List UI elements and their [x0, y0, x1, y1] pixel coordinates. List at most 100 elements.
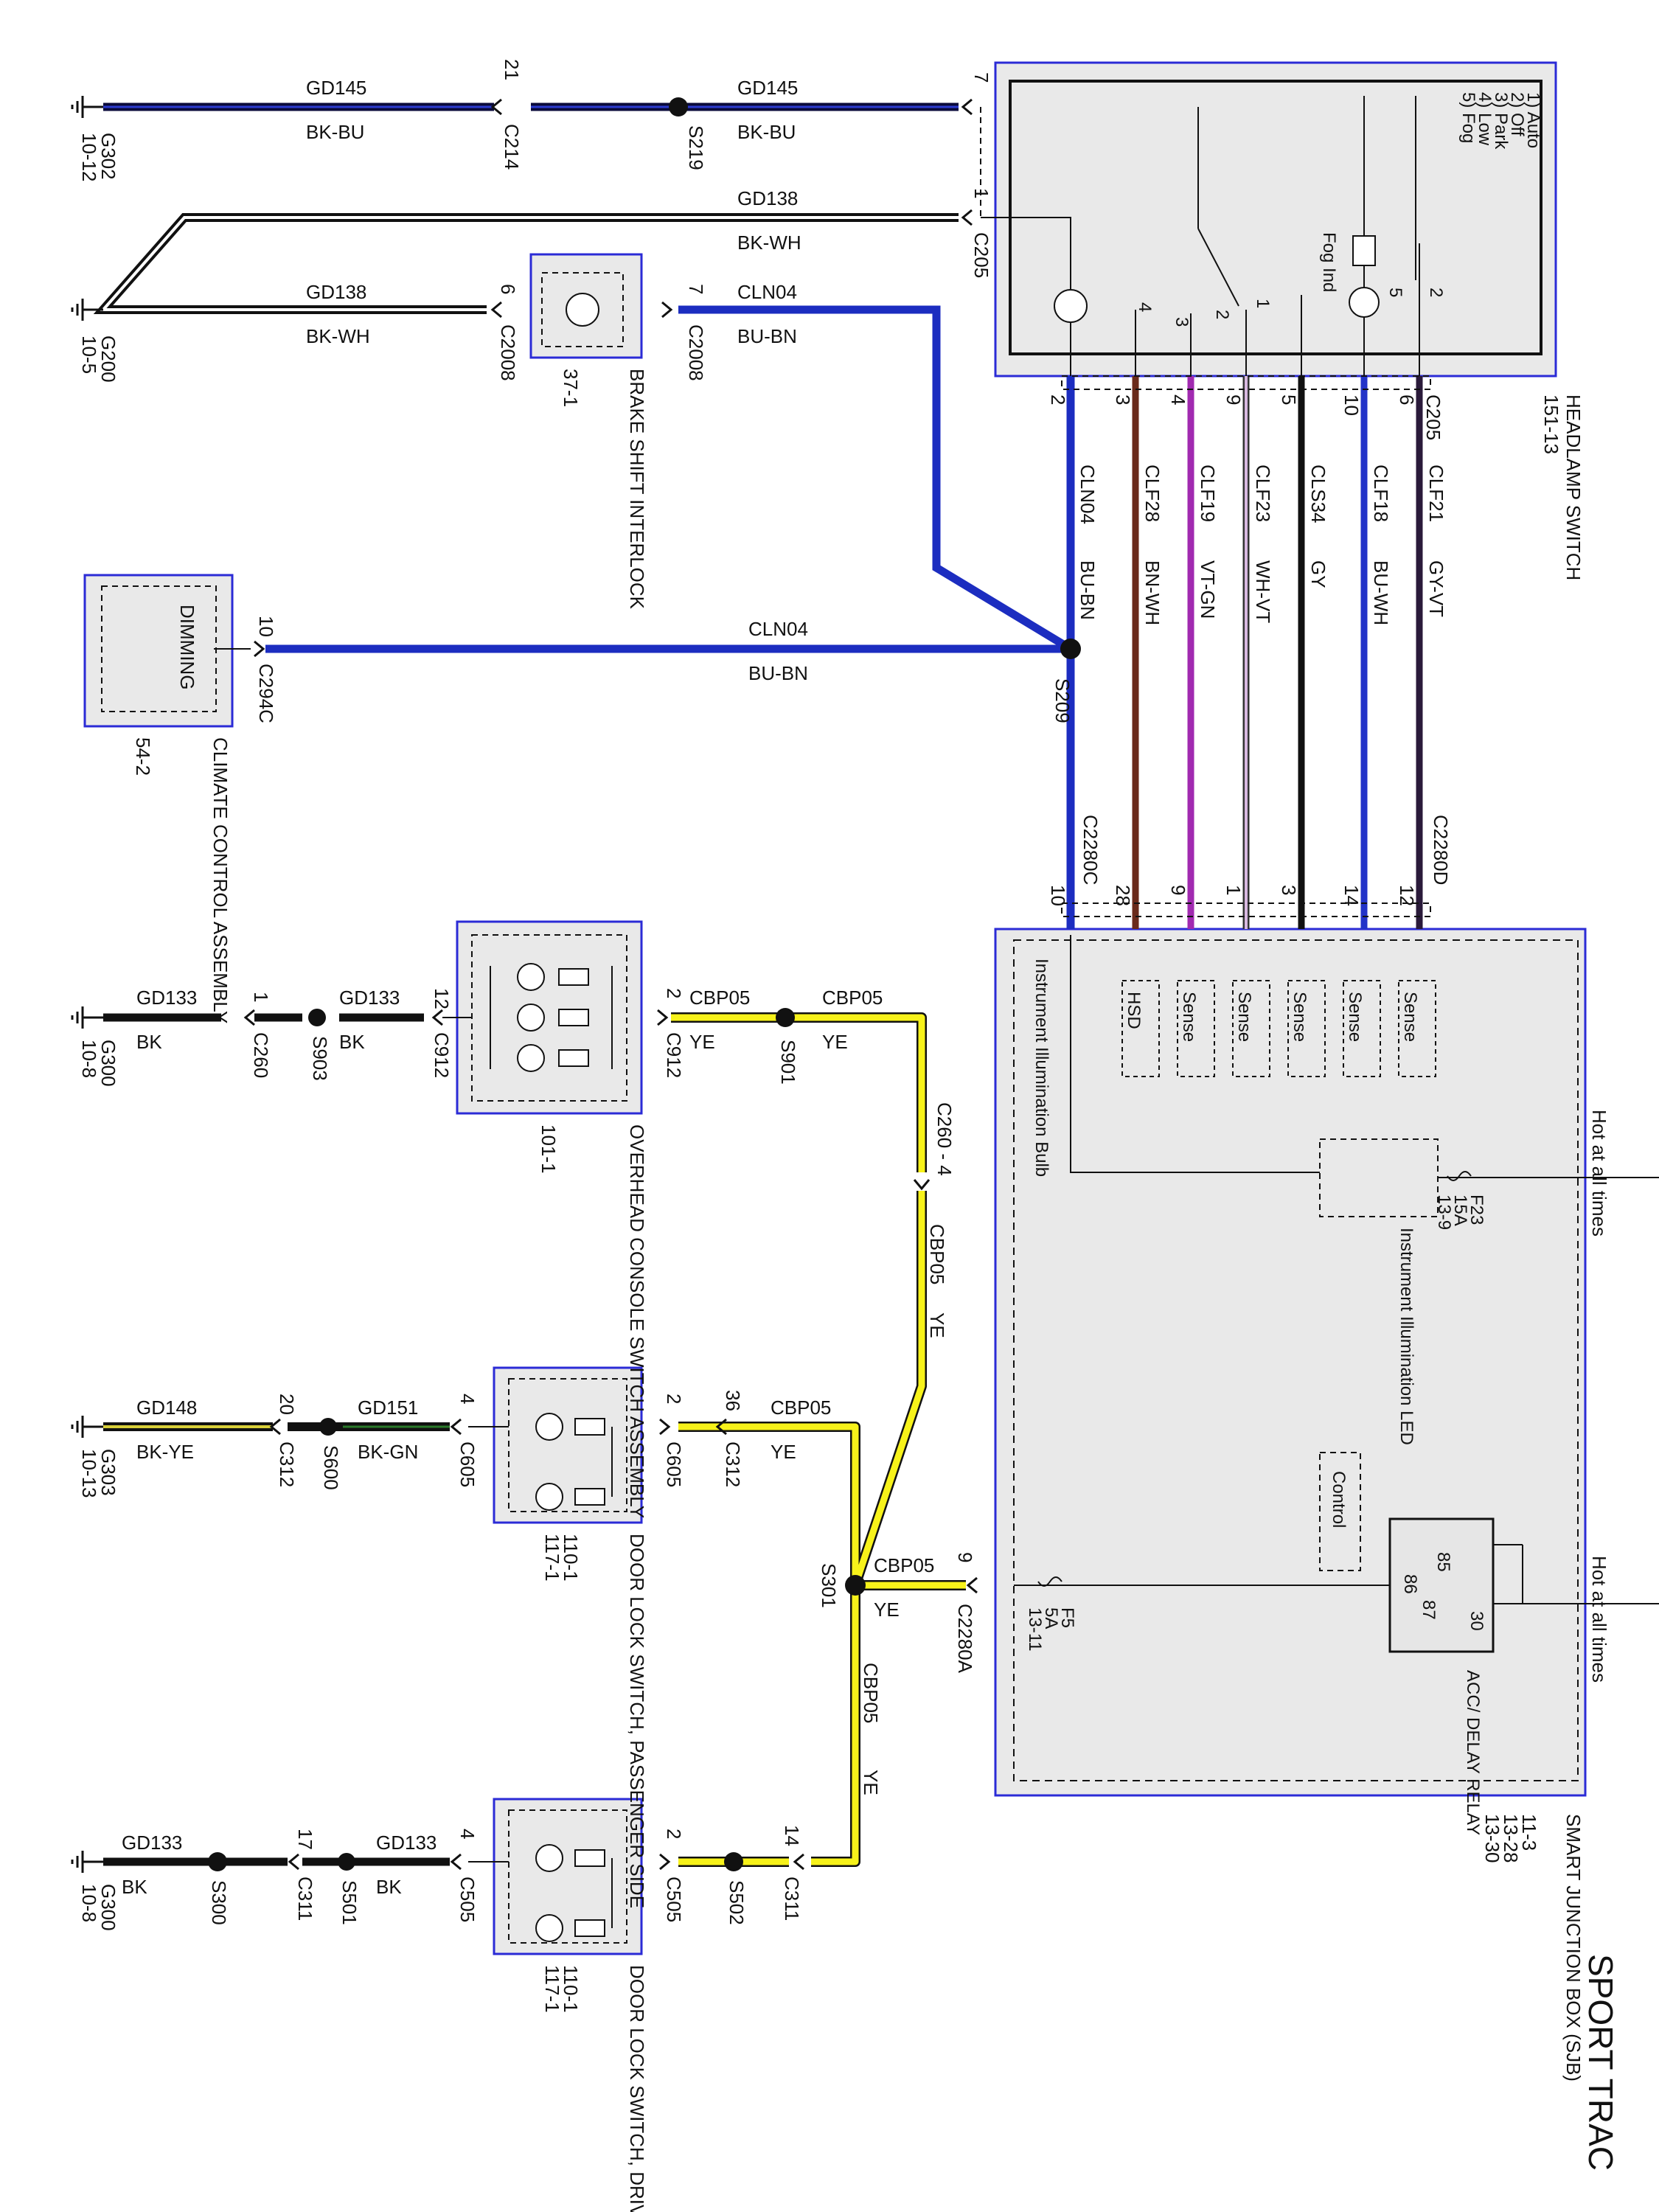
- c505-pin-r: 2: [663, 1829, 685, 1839]
- c311-label-l: C311: [294, 1877, 316, 1921]
- s219-label: S219: [685, 125, 707, 170]
- g300b-id: G300: [97, 1884, 119, 1931]
- c260-4-label: C260 - 4: [933, 1102, 956, 1176]
- cln04-color-upper: BU-BN: [737, 325, 797, 347]
- splice-s209: [1060, 639, 1081, 659]
- c2280-connector-outline: [1061, 902, 1431, 917]
- splice-s501: [338, 1853, 355, 1871]
- sjb-sense-2: Sense: [1234, 992, 1254, 1042]
- climate-ref: 54-2: [132, 737, 154, 776]
- inst-led-label: Instrument Illumination LED: [1397, 1228, 1416, 1445]
- door-pass-inner: [508, 1378, 627, 1512]
- cln04-circuit-upper: CLN04: [737, 281, 797, 303]
- c312-label-l: C312: [276, 1441, 298, 1487]
- sjb-internal-wiring: [1014, 935, 1659, 1604]
- door-drv-name: DOOR LOCK SWITCH, DRIVER SIDE: [626, 1965, 648, 2212]
- harness-color-0: BU-BN: [1077, 560, 1099, 620]
- cbp05-circuit-ov-l: CBP05: [689, 987, 750, 1009]
- c311-label-r: C311: [781, 1877, 803, 1921]
- wire-cln04-upper[interactable]: [678, 305, 1073, 653]
- fog-ind-label: Fog Ind: [1319, 232, 1339, 292]
- f23-fuse-icon: [1447, 1171, 1472, 1181]
- c2280d-label: C2280D: [1430, 815, 1452, 885]
- g300a-ref: 10-8: [78, 1040, 100, 1078]
- s600-label: S600: [320, 1445, 342, 1490]
- wire-cbp05[interactable]: [671, 1012, 966, 1867]
- gd148-color: BK-YE: [136, 1441, 194, 1463]
- gd145-color-l: BK-BU: [306, 121, 364, 143]
- c205-connector-outline: [1061, 375, 1431, 390]
- position-1: 1) Auto: [1523, 92, 1543, 148]
- harness-color-4: GY: [1307, 560, 1329, 588]
- sjb-ref-3: 13-30: [1481, 1814, 1503, 1863]
- sjb-box[interactable]: [994, 928, 1587, 1797]
- vertical-harness: CLN04BU-BN210CLF28BN-WH328CLF19VT-GN49CL…: [1047, 375, 1447, 929]
- harness-circuit-5: CLF18: [1370, 465, 1392, 522]
- harness-circuit-3: CLF23: [1252, 465, 1274, 522]
- g302-id: G302: [97, 133, 119, 180]
- wire-gd138[interactable]: [93, 213, 959, 314]
- sjb-sense-blocks: [1121, 980, 1436, 1077]
- relay-label: ACC/ DELAY RELAY: [1463, 1670, 1483, 1835]
- position-4: 4) Low: [1475, 92, 1495, 146]
- door-drv-ref-1: 110-1: [560, 1965, 582, 2013]
- harness-color-6: GY-VT: [1425, 560, 1447, 617]
- c912-pin-l: 12: [431, 988, 453, 1009]
- c2008-pin-7: 7: [685, 284, 707, 294]
- ground-symbols: [71, 96, 103, 1873]
- g300a-id: G300: [97, 1040, 119, 1087]
- sjb-sense-3: Sense: [1290, 992, 1310, 1042]
- headlamp-switch-box[interactable]: [994, 61, 1557, 378]
- g200-id: G200: [97, 335, 119, 383]
- cbp05-color-v2: YE: [860, 1770, 882, 1795]
- g303-id: G303: [97, 1449, 119, 1496]
- climate-inner-text: DIMMING: [176, 605, 198, 690]
- sw-pin-2b: 2: [1426, 288, 1446, 297]
- door-pass-box[interactable]: [493, 1366, 643, 1524]
- splice-dots: [208, 97, 1081, 1871]
- door-drv-lamps-icon: [535, 1844, 613, 1942]
- gd133-circuit-drv-l: GD133: [122, 1832, 182, 1854]
- c505-label-r: C505: [663, 1877, 685, 1922]
- harness-circuit-1: CLF28: [1141, 465, 1164, 522]
- door-drv-inner: [508, 1809, 627, 1944]
- overhead-box[interactable]: [456, 920, 643, 1115]
- cln04-circuit-climate: CLN04: [748, 618, 808, 640]
- gd151-color: BK-GN: [358, 1441, 418, 1463]
- harness-pin-top-3: 9: [1222, 394, 1245, 405]
- gd138-circuit-top: GD138: [737, 187, 798, 209]
- harness-pin-top-1: 3: [1112, 394, 1134, 405]
- hot-label-top: Hot at all times: [1588, 1110, 1610, 1237]
- door-drv-box[interactable]: [493, 1798, 643, 1955]
- g302-ref: 10-12: [78, 133, 100, 182]
- switch-pin-numbers: 4 3 2 1 5 2: [1135, 288, 1446, 327]
- brake-interlock-name: BRAKE SHIFT INTERLOCK: [626, 369, 648, 610]
- cbp05-color-pass: YE: [771, 1441, 796, 1463]
- gd145-color-r: BK-BU: [737, 121, 796, 143]
- door-drv-ref-2: 117-1: [541, 1965, 563, 2013]
- inst-bulb-label: Instrument Illumination Bulb: [1032, 959, 1051, 1177]
- climate-box[interactable]: [83, 574, 234, 728]
- c311-pin-r: 14: [781, 1825, 803, 1846]
- acc-relay-box[interactable]: [1388, 1517, 1495, 1653]
- harness-color-5: BU-WH: [1370, 560, 1392, 625]
- relay-pin-87: 87: [1419, 1600, 1439, 1620]
- sw-pin-5: 5: [1385, 288, 1405, 297]
- splice-s301: [845, 1575, 866, 1596]
- gd148-circuit: GD148: [136, 1397, 197, 1419]
- hot-label-bottom: Hot at all times: [1588, 1556, 1610, 1683]
- fuse-f5-2: 5A: [1041, 1607, 1061, 1629]
- c205-label-bus: C205: [1422, 394, 1444, 440]
- c312-pin-l: 20: [276, 1394, 298, 1415]
- c312-label-r: C312: [722, 1441, 744, 1487]
- c2008-label-l: C2008: [497, 324, 519, 381]
- c605-label-r: C605: [663, 1441, 685, 1487]
- c505-label-l: C505: [456, 1877, 479, 1922]
- harness-circuit-4: CLS34: [1307, 465, 1329, 524]
- harness-pin-bot-4: 3: [1278, 885, 1300, 895]
- relay-pin-30: 30: [1467, 1611, 1486, 1631]
- harness-pin-top-2: 4: [1167, 394, 1189, 405]
- c912-label-r: C912: [663, 1032, 685, 1078]
- c205-pin-7: 7: [970, 72, 992, 83]
- sjb-ref-2: 13-28: [1500, 1814, 1522, 1863]
